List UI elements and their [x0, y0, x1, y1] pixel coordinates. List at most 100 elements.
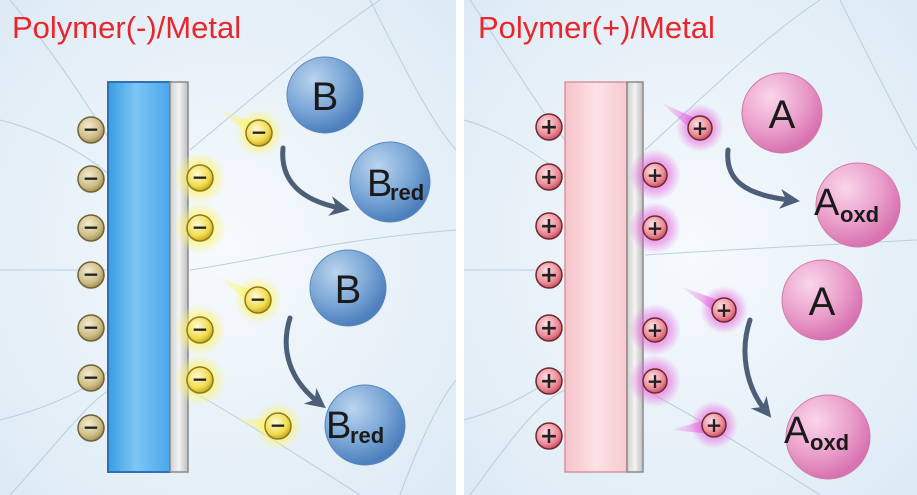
svg-text:−: −: [83, 166, 100, 190]
molecule-a-2: A: [781, 259, 863, 341]
charge-right-7: +: [535, 422, 563, 450]
svg-text:+: +: [647, 369, 664, 393]
svg-text:−: −: [192, 165, 209, 189]
svg-text:+: +: [647, 163, 664, 187]
transfer-charge-right-1: +: [660, 102, 724, 152]
surface-charge-left-2: −: [174, 202, 226, 254]
surface-charges-left: − − − −: [174, 152, 226, 406]
svg-text:+: +: [540, 316, 558, 341]
charge-left-7: −: [77, 414, 105, 442]
reaction-arrows-left: [280, 145, 350, 409]
surface-charge-right-1: +: [629, 149, 681, 201]
svg-text:B: B: [326, 405, 351, 447]
charge-left-5: −: [77, 314, 105, 342]
transfer-charges-right: + + +: [660, 102, 748, 449]
svg-text:oxd: oxd: [840, 202, 879, 227]
svg-text:oxd: oxd: [810, 430, 849, 455]
svg-text:A: A: [784, 410, 810, 452]
charge-right-1: +: [535, 113, 563, 141]
svg-text:−: −: [192, 215, 209, 239]
surface-charges-right: + + + +: [629, 149, 681, 407]
svg-text:B: B: [335, 268, 362, 312]
svg-text:B: B: [312, 75, 339, 119]
svg-text:−: −: [250, 287, 267, 311]
svg-text:+: +: [706, 413, 723, 437]
svg-text:−: −: [83, 365, 100, 389]
reaction-arrow-left-1: [280, 145, 350, 216]
polymer-layer-positive: [564, 81, 628, 473]
surface-charge-right-2: +: [629, 202, 681, 254]
svg-text:−: −: [83, 262, 100, 286]
transfer-charge-right-3: +: [670, 401, 738, 449]
transfer-charge-left-1: −: [215, 108, 283, 157]
svg-text:red: red: [390, 180, 424, 205]
reaction-arrow-right-2: [742, 317, 772, 418]
charge-right-2: +: [535, 163, 563, 191]
svg-text:+: +: [540, 369, 558, 394]
surface-charge-left-1: −: [174, 152, 226, 204]
svg-text:−: −: [83, 117, 100, 141]
surface-charge-left-3: −: [174, 304, 226, 356]
panel-left: − − − − − − − − − − − − − −: [0, 0, 457, 495]
reaction-arrows-right: [725, 147, 800, 418]
svg-text:−: −: [83, 215, 100, 239]
svg-text:+: +: [647, 216, 664, 240]
metal-layer-left: [169, 81, 189, 473]
svg-text:−: −: [83, 415, 100, 439]
svg-text:−: −: [270, 413, 287, 437]
surface-charge-right-3: +: [629, 304, 681, 356]
svg-text:−: −: [83, 315, 100, 339]
bound-charges-right: + + + + + + +: [535, 113, 563, 450]
svg-text:+: +: [540, 115, 558, 140]
panel-left-title: Polymer(-)/Metal: [12, 10, 241, 45]
metal-layer-right: [626, 81, 644, 473]
bound-charges-left: − − − − − − −: [77, 116, 105, 442]
svg-text:−: −: [192, 317, 209, 341]
polymer-layer-negative: [107, 81, 171, 473]
charge-left-1: −: [77, 116, 105, 144]
svg-text:A: A: [809, 280, 836, 324]
transfer-charge-right-2: +: [680, 286, 748, 334]
svg-text:+: +: [540, 424, 558, 449]
svg-text:+: +: [716, 298, 733, 322]
panel-right-title: Polymer(+)/Metal: [478, 10, 715, 45]
reaction-arrow-right-1: [725, 147, 800, 209]
svg-text:+: +: [692, 116, 709, 140]
molecule-b-1: B: [286, 56, 364, 134]
svg-text:−: −: [251, 120, 268, 144]
charge-right-4: +: [535, 261, 563, 289]
panel-divider: [456, 0, 464, 495]
transfer-charge-left-2: −: [215, 276, 282, 324]
svg-text:+: +: [540, 214, 558, 239]
charge-left-2: −: [77, 165, 105, 193]
transfer-charge-left-3: −: [230, 402, 302, 450]
field-lines-left: [0, 0, 457, 495]
svg-text:B: B: [367, 163, 392, 205]
svg-text:+: +: [647, 318, 664, 342]
charge-right-3: +: [535, 212, 563, 240]
surface-charge-left-4: −: [174, 354, 226, 406]
svg-text:+: +: [540, 165, 558, 190]
molecule-b-2: B: [309, 249, 387, 327]
charge-right-5: +: [535, 314, 563, 342]
charge-left-6: −: [77, 364, 105, 392]
charge-right-6: +: [535, 367, 563, 395]
molecule-a-1: A: [741, 72, 823, 154]
transfer-charges-left: − − −: [215, 108, 302, 450]
svg-text:+: +: [540, 263, 558, 288]
panel-right: + + + + + + + + + + + + + +: [463, 0, 917, 495]
charge-left-4: −: [77, 261, 105, 289]
svg-text:A: A: [814, 182, 840, 224]
reaction-arrow-left-2: [283, 315, 326, 409]
svg-text:red: red: [350, 423, 384, 448]
svg-text:A: A: [769, 93, 796, 137]
surface-charge-right-4: +: [629, 355, 681, 407]
charge-left-3: −: [77, 214, 105, 242]
svg-text:−: −: [192, 367, 209, 391]
